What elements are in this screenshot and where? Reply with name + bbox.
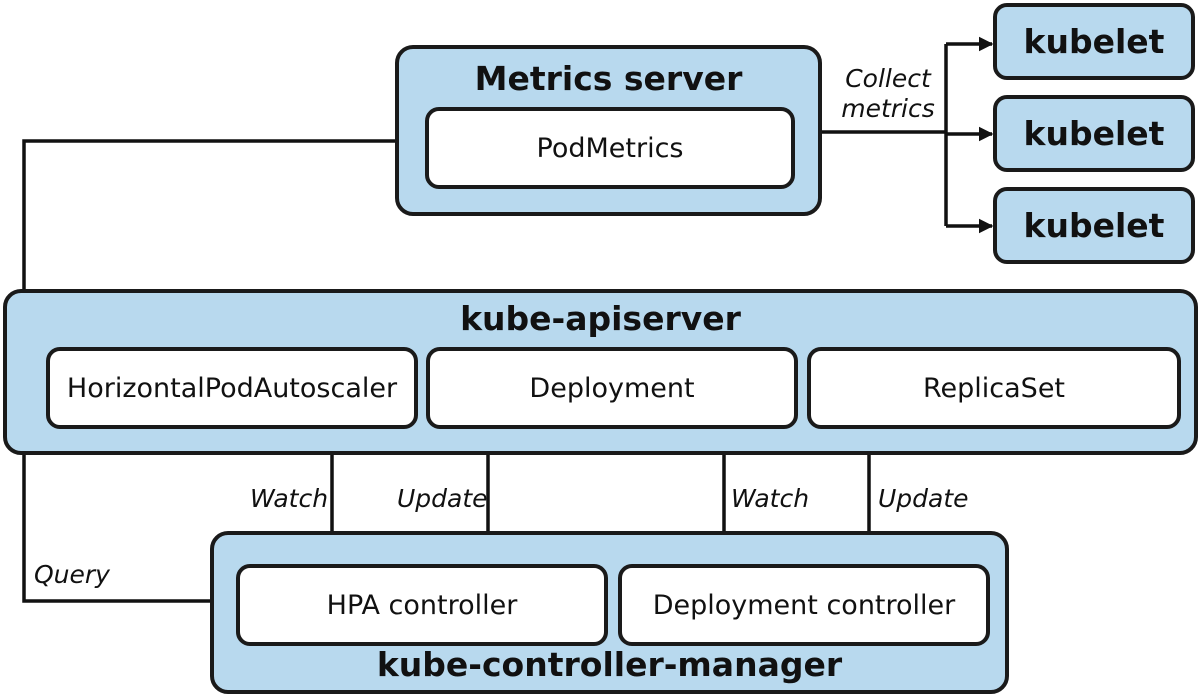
kube-controller-manager-box: HPA controller Deployment controller kub…	[210, 531, 1009, 694]
podmetrics-box: PodMetrics	[425, 107, 795, 189]
kubelet-box-3: kubelet	[993, 187, 1195, 264]
horizontal-pod-autoscaler-box: HorizontalPodAutoscaler	[46, 347, 418, 429]
metrics-server-title: Metrics server	[474, 59, 743, 98]
hpa-controller-box: HPA controller	[236, 564, 608, 646]
metrics-server-box: Metrics server PodMetrics	[395, 45, 822, 216]
replicaset-box: ReplicaSet	[807, 347, 1181, 429]
deployment-box: Deployment	[426, 347, 798, 429]
kube-controller-manager-title: kube-controller-manager	[376, 645, 843, 684]
kubelet-box-1: kubelet	[993, 3, 1195, 80]
kube-apiserver-box: kube-apiserver HorizontalPodAutoscaler D…	[3, 289, 1198, 455]
collect-label-line1: Collect	[845, 64, 931, 93]
kube-apiserver-title: kube-apiserver	[460, 299, 741, 338]
update-deployment-label: Update	[397, 484, 488, 513]
collect-label-line2: metrics	[841, 94, 935, 123]
update-replicaset-label: Update	[878, 484, 969, 513]
watch-deployment-label: Watch	[731, 484, 810, 513]
deployment-controller-box: Deployment controller	[618, 564, 990, 646]
kubelet-box-2: kubelet	[993, 95, 1195, 172]
collect-metrics-label: Collect metrics	[838, 64, 938, 124]
query-label: Query	[34, 560, 110, 589]
watch-hpa-label: Watch	[250, 484, 329, 513]
